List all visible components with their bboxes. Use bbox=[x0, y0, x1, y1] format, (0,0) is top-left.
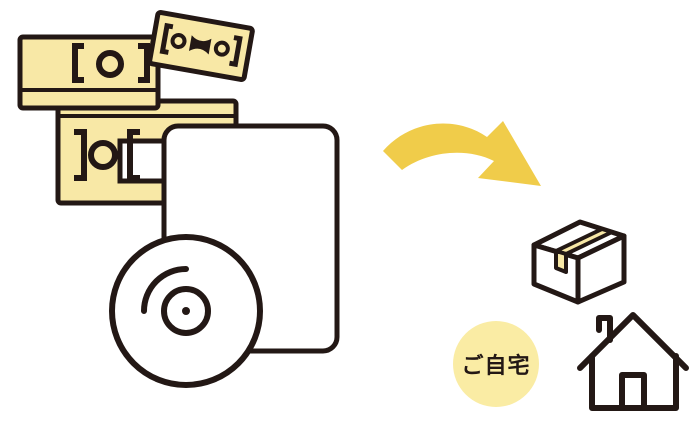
home-label: ご自宅 bbox=[461, 354, 531, 379]
curved-arrow-icon bbox=[383, 121, 541, 186]
home-label-badge bbox=[453, 321, 539, 407]
cardboard-box-icon bbox=[531, 219, 627, 305]
house-icon bbox=[577, 312, 689, 411]
vhs-tape-main-icon bbox=[17, 34, 161, 111]
vhs-tape-small-icon bbox=[147, 10, 255, 82]
cd-disc-icon bbox=[109, 234, 263, 388]
